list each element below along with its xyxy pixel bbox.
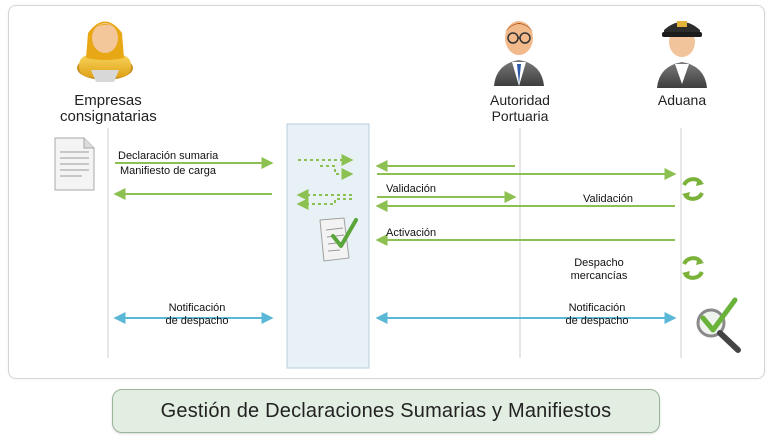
msg-notificacion-right-line1: Notificación <box>568 302 626 314</box>
msg-notificacion-left: Notificación de despacho <box>158 302 236 328</box>
magnifier-check-icon <box>696 297 741 353</box>
msg-notificacion-right: Notificación de despacho <box>558 302 636 328</box>
actor-label-empresas: Empresas consignatarias <box>60 92 157 125</box>
person-avatar-icon <box>77 21 133 82</box>
msg-despacho-line2: mercancías <box>570 270 628 282</box>
msg-manifiesto-carga: Manifiesto de carga <box>120 165 216 177</box>
actor-autoridad-line1: Autoridad <box>490 92 550 108</box>
actor-autoridad-line2: Portuaria <box>491 108 549 124</box>
msg-declaracion-sumaria: Declaración sumaria <box>118 150 219 162</box>
actor-label-autoridad: Autoridad Portuaria <box>476 92 564 124</box>
refresh-icon <box>682 256 704 280</box>
msg-notificacion-left-line2: de despacho <box>165 315 229 327</box>
person-avatar-icon <box>657 21 707 88</box>
msg-validacion-1: Validación <box>386 183 436 195</box>
actor-label-aduana: Aduana <box>657 92 707 108</box>
document-icon <box>54 137 95 191</box>
person-avatar-icon <box>494 21 544 86</box>
check-document-icon <box>319 217 358 262</box>
msg-validacion-2: Validación <box>583 193 633 205</box>
msg-notificacion-left-line1: Notificación <box>168 302 226 314</box>
actor-empresas-line1: Empresas <box>74 92 142 109</box>
msg-activacion: Activación <box>386 227 437 239</box>
actor-empresas-line2: consignatarias <box>60 108 157 125</box>
msg-despacho-line1: Despacho <box>574 257 624 269</box>
msg-notificacion-right-line2: de despacho <box>565 315 629 327</box>
diagram-title: Gestión de Declaraciones Sumarias y Mani… <box>112 389 660 433</box>
message-arrows <box>113 154 677 324</box>
refresh-icon <box>682 177 704 201</box>
msg-despacho: Despacho mercancías <box>568 257 630 283</box>
